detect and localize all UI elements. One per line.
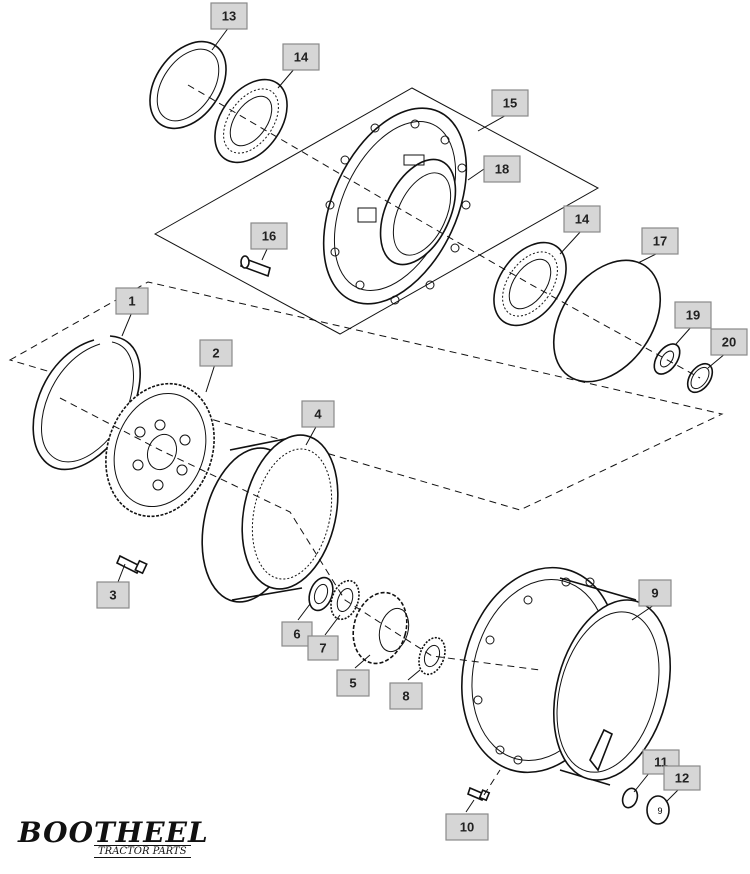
svg-text:17: 17: [653, 234, 667, 249]
callout-2: 2: [199, 339, 233, 367]
callout-20: 20: [710, 328, 748, 356]
bearing-14-upper: [214, 78, 288, 164]
svg-text:3: 3: [109, 588, 116, 603]
screw-10: [467, 786, 491, 802]
washer-19: [653, 343, 681, 375]
callout-10: 10: [445, 813, 489, 841]
logo-tagline: TRACTOR PARTS: [94, 845, 191, 858]
callout-4: 4: [301, 400, 335, 428]
callout-3: 3: [96, 581, 130, 609]
callout-16: 16: [250, 222, 288, 250]
callout-9: 9: [638, 579, 672, 607]
bearing-cone-8: [418, 636, 446, 676]
callout-17: 17: [641, 227, 679, 255]
washer-6: [308, 576, 334, 612]
svg-text:15: 15: [503, 96, 517, 111]
svg-text:14: 14: [575, 212, 590, 227]
svg-text:19: 19: [686, 308, 700, 323]
bolt-3: [115, 554, 148, 575]
callout-12: 12: [663, 765, 701, 791]
svg-text:7: 7: [319, 641, 326, 656]
o-ring-11: [621, 787, 639, 809]
svg-text:16: 16: [262, 229, 276, 244]
hub-15: [322, 107, 471, 305]
callout-7: 7: [307, 635, 339, 661]
bearing-14-lower: [493, 241, 567, 327]
svg-text:18: 18: [495, 162, 509, 177]
plug-12: 9: [646, 795, 670, 825]
callout-18: 18: [483, 155, 521, 183]
svg-text:2: 2: [212, 346, 219, 361]
callout-14-upper: 14: [282, 43, 320, 71]
plug-mark: 9: [657, 806, 662, 816]
axis-line-lower: [59, 397, 541, 671]
callout-6: 6: [281, 621, 313, 647]
callout-5: 5: [336, 669, 370, 697]
stud-16: [240, 255, 271, 278]
planet-gear-5: [352, 591, 410, 665]
svg-text:20: 20: [722, 335, 736, 350]
carrier-group-outline: [8, 281, 724, 511]
svg-text:13: 13: [222, 9, 236, 24]
svg-text:14: 14: [294, 50, 309, 65]
callout-8: 8: [389, 682, 423, 710]
callout-1: 1: [115, 287, 149, 315]
housing-9: [461, 566, 672, 786]
bootheel-logo: BOOTHEEL TRACTOR PARTS: [18, 818, 208, 858]
callout-14-lower: 14: [563, 205, 601, 233]
callout-15: 15: [491, 89, 529, 117]
svg-text:5: 5: [349, 676, 356, 691]
axis-line-screw: [483, 769, 501, 796]
leader-lines: [117, 26, 727, 813]
svg-text:9: 9: [651, 586, 658, 601]
logo-brand: BOOTHEEL: [18, 816, 209, 849]
callout-19: 19: [674, 301, 712, 329]
hub-group-outline: [153, 87, 600, 335]
svg-text:6: 6: [293, 627, 300, 642]
svg-text:10: 10: [460, 820, 474, 835]
svg-text:12: 12: [675, 771, 689, 786]
svg-text:1: 1: [128, 294, 135, 309]
svg-text:4: 4: [314, 407, 322, 422]
svg-text:8: 8: [402, 689, 409, 704]
o-ring-17: [552, 259, 662, 383]
axis-line-upper: [187, 84, 701, 379]
callout-13: 13: [210, 2, 248, 30]
